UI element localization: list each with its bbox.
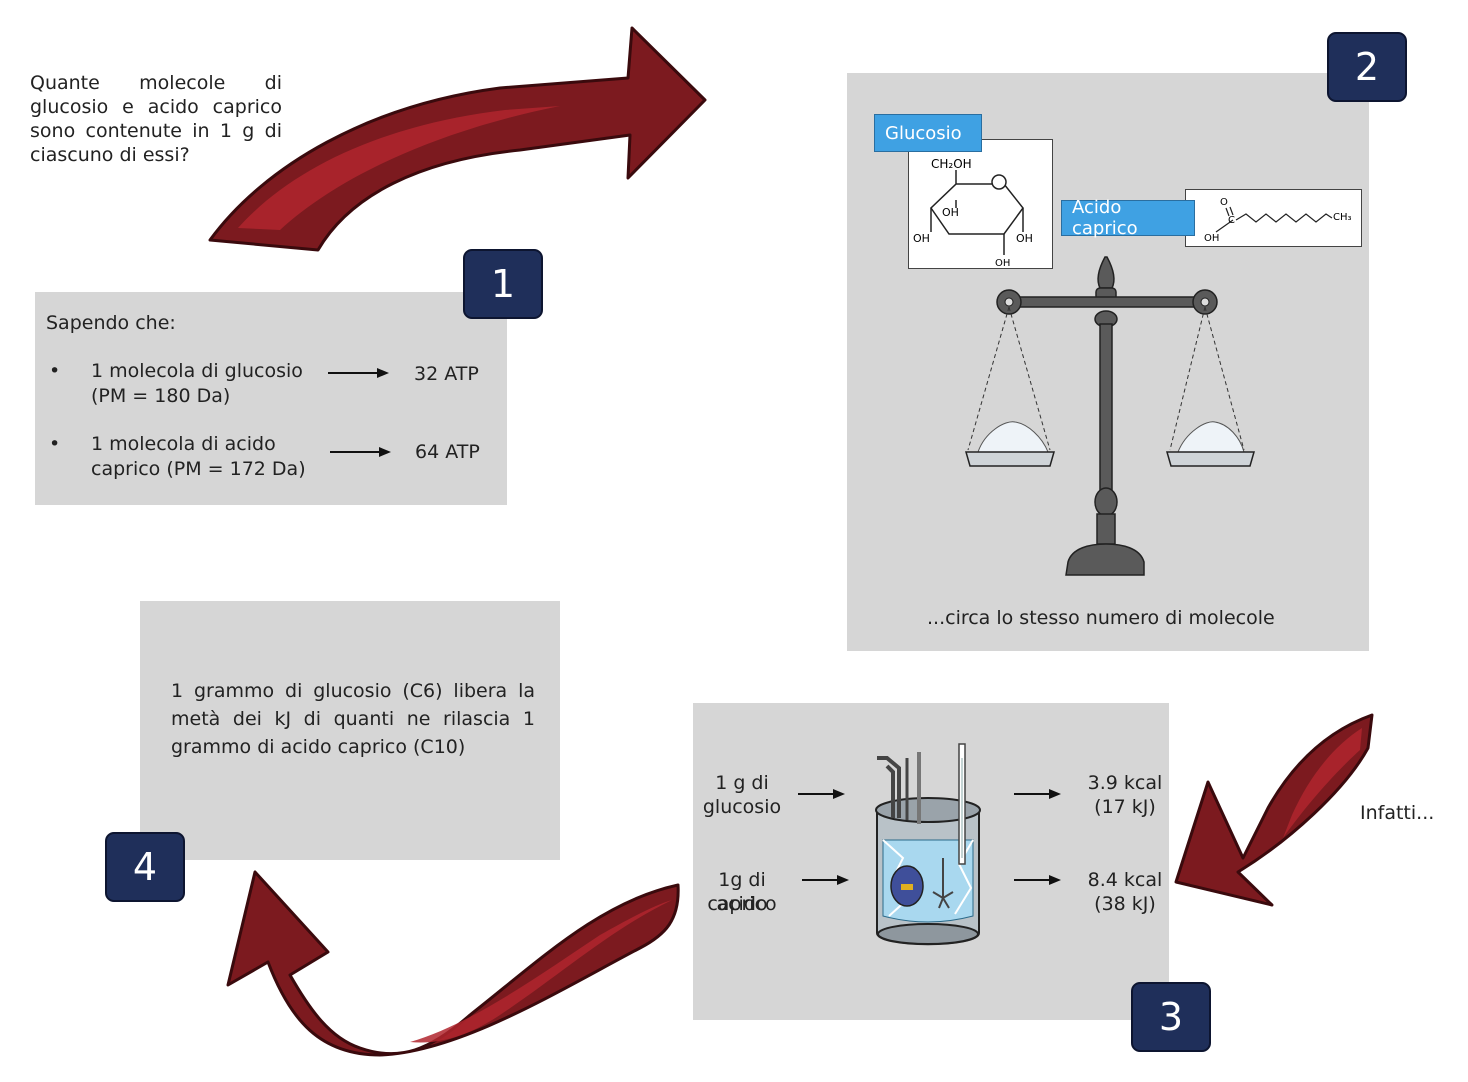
step4-text: 1 grammo di glucosio (C6) libera la metà… [171, 680, 535, 758]
row-1-input-line2: glucosio [702, 796, 782, 818]
bullet-2-line1: 1 molecola di acido [91, 433, 276, 455]
glucose-oh-bottom: OH [995, 258, 1010, 269]
row-2-output-line2: (38 kJ) [1094, 893, 1156, 915]
capric-acid-structure: O C OH CH₃ [1185, 189, 1362, 247]
question-text: Quante molecole di glucosio e acido capr… [30, 72, 282, 166]
capric-acid-chain-icon: O C OH CH₃ [1204, 197, 1352, 244]
calorimeter-icon [875, 743, 981, 946]
step-badge-1: 1 [463, 249, 543, 319]
glucose-ring-icon: CH₂OH OH OH OH OH [913, 157, 1033, 269]
step3-panel: 1 g di glucosio 3.9 kcal (17 kJ) 1g di a… [693, 703, 1169, 1020]
step2-caption: ...circa lo stesso numero di molecole [927, 607, 1275, 629]
bullet-1-result: 32 ATP [414, 363, 479, 385]
bullet-1-line2: (PM = 180 Da) [91, 385, 231, 407]
arrow-right-icon [330, 447, 391, 457]
row-2-input-line2: caprico [707, 893, 777, 915]
curved-arrow-2-to-3 [1174, 713, 1374, 907]
row-1-input-line1: 1 g di [715, 772, 769, 794]
bullet-2-marker: • [49, 433, 61, 455]
step-badge-2: 2 [1327, 32, 1407, 102]
arrow-right-icon [802, 875, 849, 885]
glucose-oh-right: OH [1016, 232, 1033, 245]
arrow-right-icon [798, 789, 845, 799]
step-badge-4: 4 [105, 832, 185, 902]
arrow-right-icon [328, 368, 389, 378]
step3-side-note: Infatti... [1360, 802, 1435, 824]
balance-scale-icon [965, 256, 1255, 576]
capric-acid-label: Acido caprico [1061, 197, 1195, 239]
curved-arrow-3-to-4 [226, 870, 680, 1057]
step1-intro: Sapendo che: [46, 312, 176, 334]
arrow-right-icon [1014, 875, 1061, 885]
capric-ch3: CH₃ [1333, 212, 1352, 223]
row-2-input-line1: 1g di acido [716, 869, 768, 915]
curved-arrow-1-to-2 [208, 26, 707, 252]
bullet-2-line2: caprico (PM = 172 Da) [91, 458, 306, 480]
glucose-label: Glucosio [874, 114, 982, 152]
step4-panel: 1 grammo di glucosio (C6) libera la metà… [140, 601, 560, 860]
row-1-output-line2: (17 kJ) [1094, 796, 1156, 818]
capric-c: C [1228, 215, 1235, 226]
bullet-2-result: 64 ATP [415, 441, 480, 463]
glucose-oh-center: OH [942, 206, 959, 219]
bullet-1-marker: • [49, 360, 61, 382]
glucose-structure: CH₂OH OH OH OH OH [908, 139, 1053, 269]
capric-oh: OH [1204, 233, 1219, 244]
arrow-right-icon [1014, 789, 1061, 799]
row-2-output-line1: 8.4 kcal [1087, 869, 1163, 891]
bullet-1-line1: 1 molecola di glucosio [91, 360, 303, 382]
glucose-ch2oh: CH₂OH [931, 157, 972, 171]
step-badge-3: 3 [1131, 982, 1211, 1052]
row-1-output-line1: 3.9 kcal [1087, 772, 1163, 794]
glucose-oh-left: OH [913, 232, 930, 245]
step1-panel: Sapendo che: • 1 molecola di glucosio (P… [35, 292, 507, 505]
capric-o: O [1220, 197, 1228, 208]
